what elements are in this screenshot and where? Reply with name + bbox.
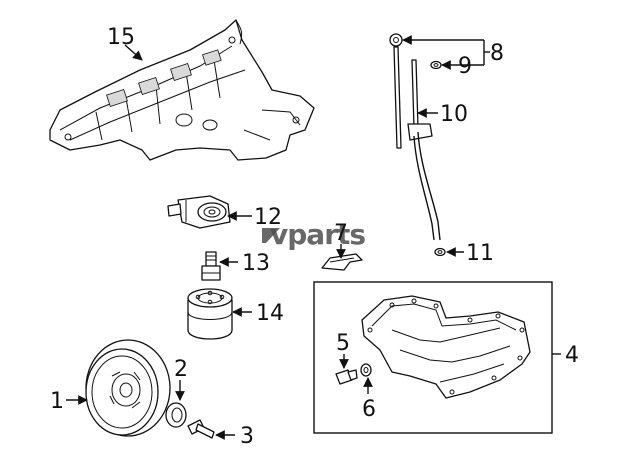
crankshaft-pulley-part xyxy=(85,339,171,437)
pulley-bolt-part xyxy=(187,419,215,439)
leader-15 xyxy=(124,44,143,61)
oil-cooler-part xyxy=(167,195,231,229)
callout-5: 5 xyxy=(336,331,350,356)
leader-lines xyxy=(66,35,561,440)
oil-pan-group-frame xyxy=(313,281,553,434)
oil-pan-part xyxy=(361,295,531,399)
dipstick-part xyxy=(389,33,403,149)
callout-2: 2 xyxy=(174,357,188,382)
callout-6: 6 xyxy=(362,397,376,422)
callout-7: 7 xyxy=(334,221,348,246)
oil-filter-part xyxy=(187,288,233,340)
callout-4: 4 xyxy=(565,343,579,368)
intake-manifold-part xyxy=(49,19,315,161)
callout-3: 3 xyxy=(240,424,254,449)
dipstick-tube-part xyxy=(407,59,441,241)
tube-seal-part xyxy=(434,247,446,257)
filter-adapter-part xyxy=(201,251,221,281)
callout-10: 10 xyxy=(440,102,468,127)
dipstick-seal-part xyxy=(430,60,442,70)
watermark-text: vparts xyxy=(270,218,365,251)
drain-plug-washer-part xyxy=(360,363,372,377)
callout-15: 15 xyxy=(107,25,135,50)
callout-13: 13 xyxy=(242,251,270,276)
drain-plug-part xyxy=(335,369,358,385)
callout-14: 14 xyxy=(256,301,284,326)
seal-part xyxy=(165,402,187,428)
bracket-part xyxy=(321,253,363,271)
callout-8: 8 xyxy=(490,41,504,66)
callout-numbers: 15 8 9 10 11 7 12 13 14 4 5 6 1 2 3 xyxy=(50,25,579,449)
callout-9: 9 xyxy=(458,54,472,79)
callout-11: 11 xyxy=(466,241,494,266)
watermark-logo: vparts xyxy=(262,218,366,251)
callout-12: 12 xyxy=(254,205,282,230)
callout-1: 1 xyxy=(50,389,64,414)
